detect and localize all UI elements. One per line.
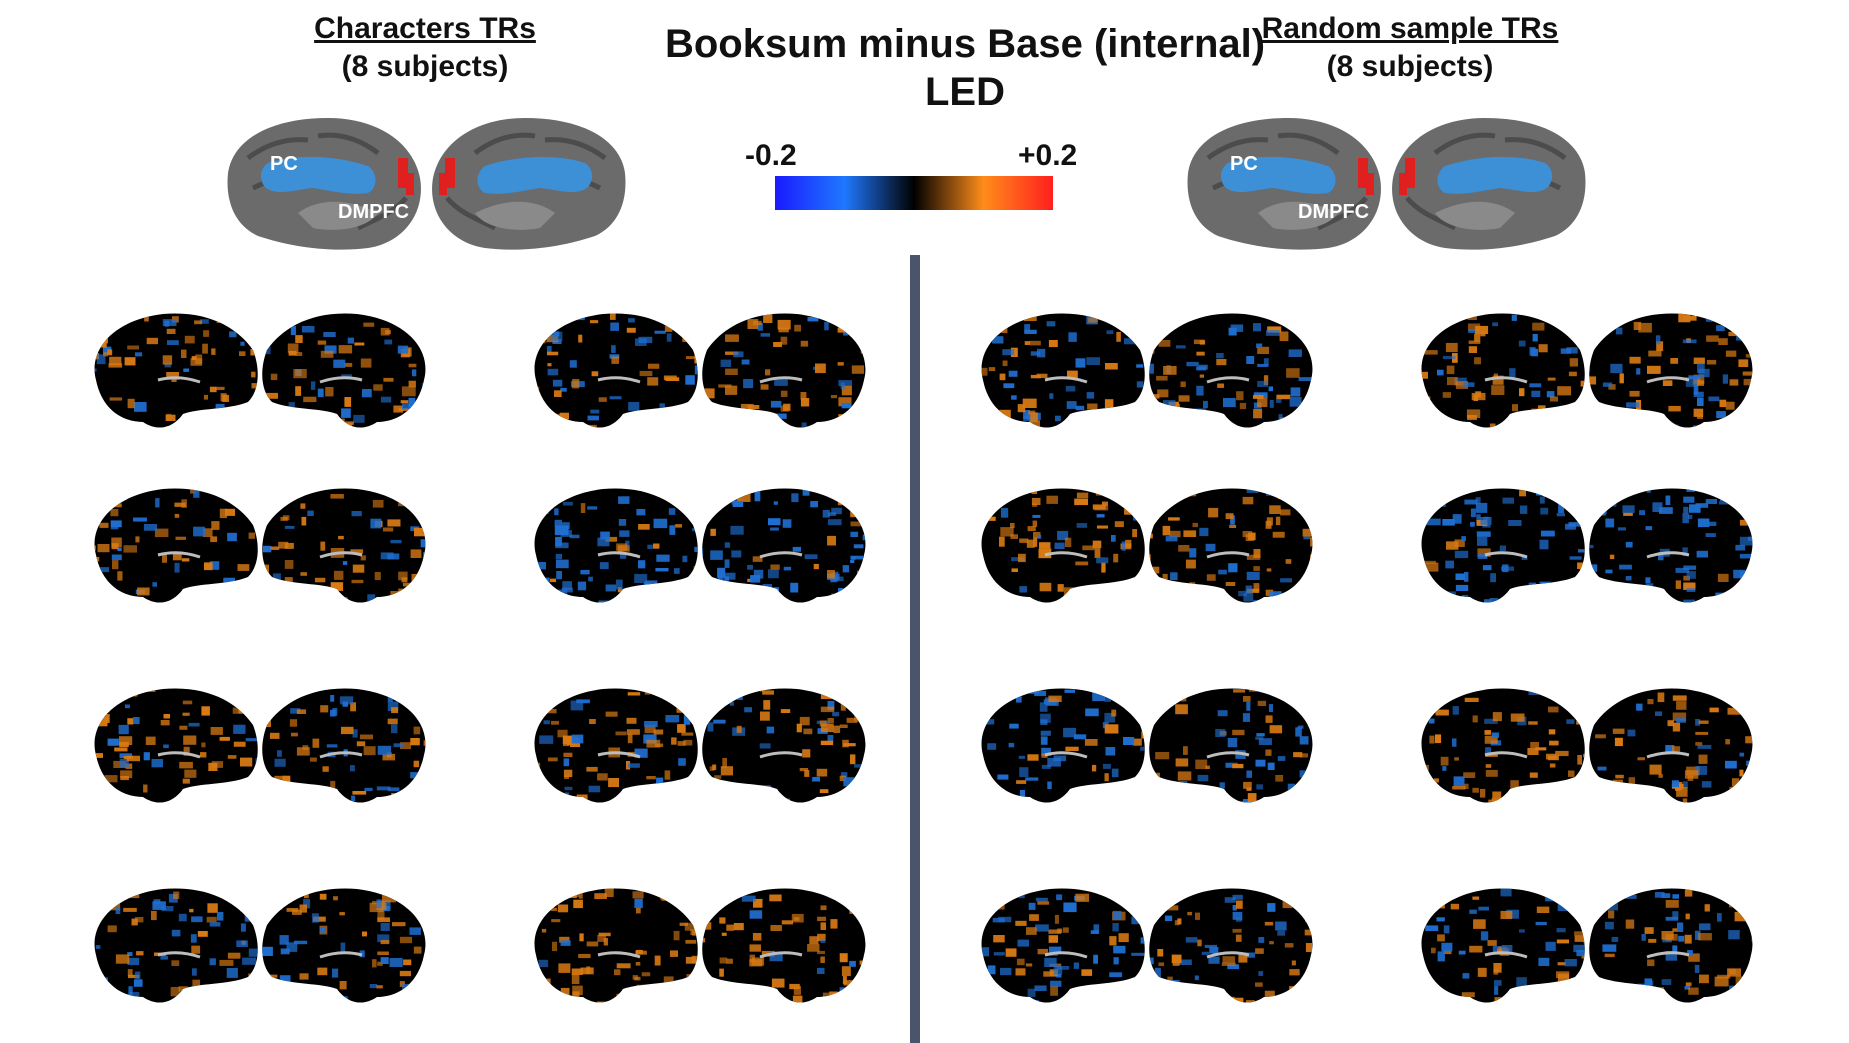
right-subject-7-brain-pair [981,888,1313,1003]
colorbar [775,176,1053,210]
left-subject-3-rh [262,488,426,603]
right-subject-3-lh [981,488,1145,603]
subject-brain-maps [94,313,1753,1003]
left-subject-1-rh [262,313,426,428]
left-subject-7-rh [262,888,426,1003]
right-roi-label-pc: PC [1230,153,1258,175]
right-subject-5-lh [981,688,1145,803]
left-subject-2-brain-pair [534,313,866,428]
right-subject-6-lh [1421,688,1585,803]
left-panel-heading: Characters TRs (8 subjects) [270,10,580,86]
left-subject-2-rh [702,313,866,428]
right-subject-8-lh [1421,888,1585,1003]
left-subject-8-rh [702,888,866,1003]
right-roi-label-dmpfc: DMPFC [1298,201,1369,223]
figure-title: Booksum minus Base (internal) LED [640,20,1290,116]
right-ref-brain-lh: PC DMPFC [1188,118,1381,250]
right-subject-1-rh [1149,313,1313,428]
right-subject-2-lh [1421,313,1585,428]
left-subject-4-lh [534,488,698,603]
right-subject-5-brain-pair [981,688,1313,803]
right-subject-4-brain-pair [1421,488,1753,603]
left-subject-3-lh [94,488,258,603]
left-subject-6-brain-pair [534,688,866,803]
right-subject-1-lh [981,313,1145,428]
right-subject-7-lh [981,888,1145,1003]
left-subject-6-lh [534,688,698,803]
left-subject-8-lh [534,888,698,1003]
right-panel-title: Random sample TRs [1261,12,1559,45]
right-ref-brain-rh [1392,118,1585,250]
colorbar-max-label: +0.2 [1018,139,1078,172]
left-subject-2-lh [534,313,698,428]
right-panel-subtitle: (8 subjects) [1326,50,1494,83]
left-subject-6-rh [702,688,866,803]
left-roi-label-pc: PC [270,153,298,175]
right-subject-6-brain-pair [1421,688,1753,803]
right-subject-4-lh [1421,488,1585,603]
colorbar-min-label: -0.2 [745,139,797,172]
left-subject-1-lh [94,313,258,428]
right-panel-heading: Random sample TRs (8 subjects) [1240,10,1580,86]
right-subject-4-rh [1589,488,1753,603]
right-subject-5-rh [1149,688,1313,803]
left-subject-1-brain-pair [94,313,426,428]
left-reference-brain-pair: PC DMPFC [228,118,626,250]
left-subject-5-rh [262,688,426,803]
right-subject-3-brain-pair [981,488,1313,603]
left-subject-4-rh [702,488,866,603]
right-subject-3-rh [1149,488,1313,603]
right-subject-8-rh [1589,888,1753,1003]
left-subject-7-lh [94,888,258,1003]
left-panel-title: Characters TRs [314,12,536,45]
right-reference-brain-pair: PC DMPFC [1188,118,1586,250]
left-ref-brain-rh [432,118,625,250]
left-panel-subtitle: (8 subjects) [341,50,509,83]
left-subject-5-lh [94,688,258,803]
panel-divider [910,255,920,1043]
right-subject-6-rh [1589,688,1753,803]
left-subject-3-brain-pair [94,488,426,603]
right-subject-2-brain-pair [1421,313,1753,428]
left-subject-4-brain-pair [534,488,866,603]
left-ref-brain-lh: PC DMPFC [228,118,421,250]
figure-title-line1: Booksum minus Base (internal) [664,22,1266,66]
left-subject-8-brain-pair [534,888,866,1003]
right-subject-2-rh [1589,313,1753,428]
left-subject-7-brain-pair [94,888,426,1003]
figure-title-line2: LED [925,70,1005,114]
right-subject-1-brain-pair [981,313,1313,428]
left-roi-label-dmpfc: DMPFC [338,201,409,223]
right-subject-7-rh [1149,888,1313,1003]
left-subject-5-brain-pair [94,688,426,803]
right-subject-8-brain-pair [1421,888,1753,1003]
